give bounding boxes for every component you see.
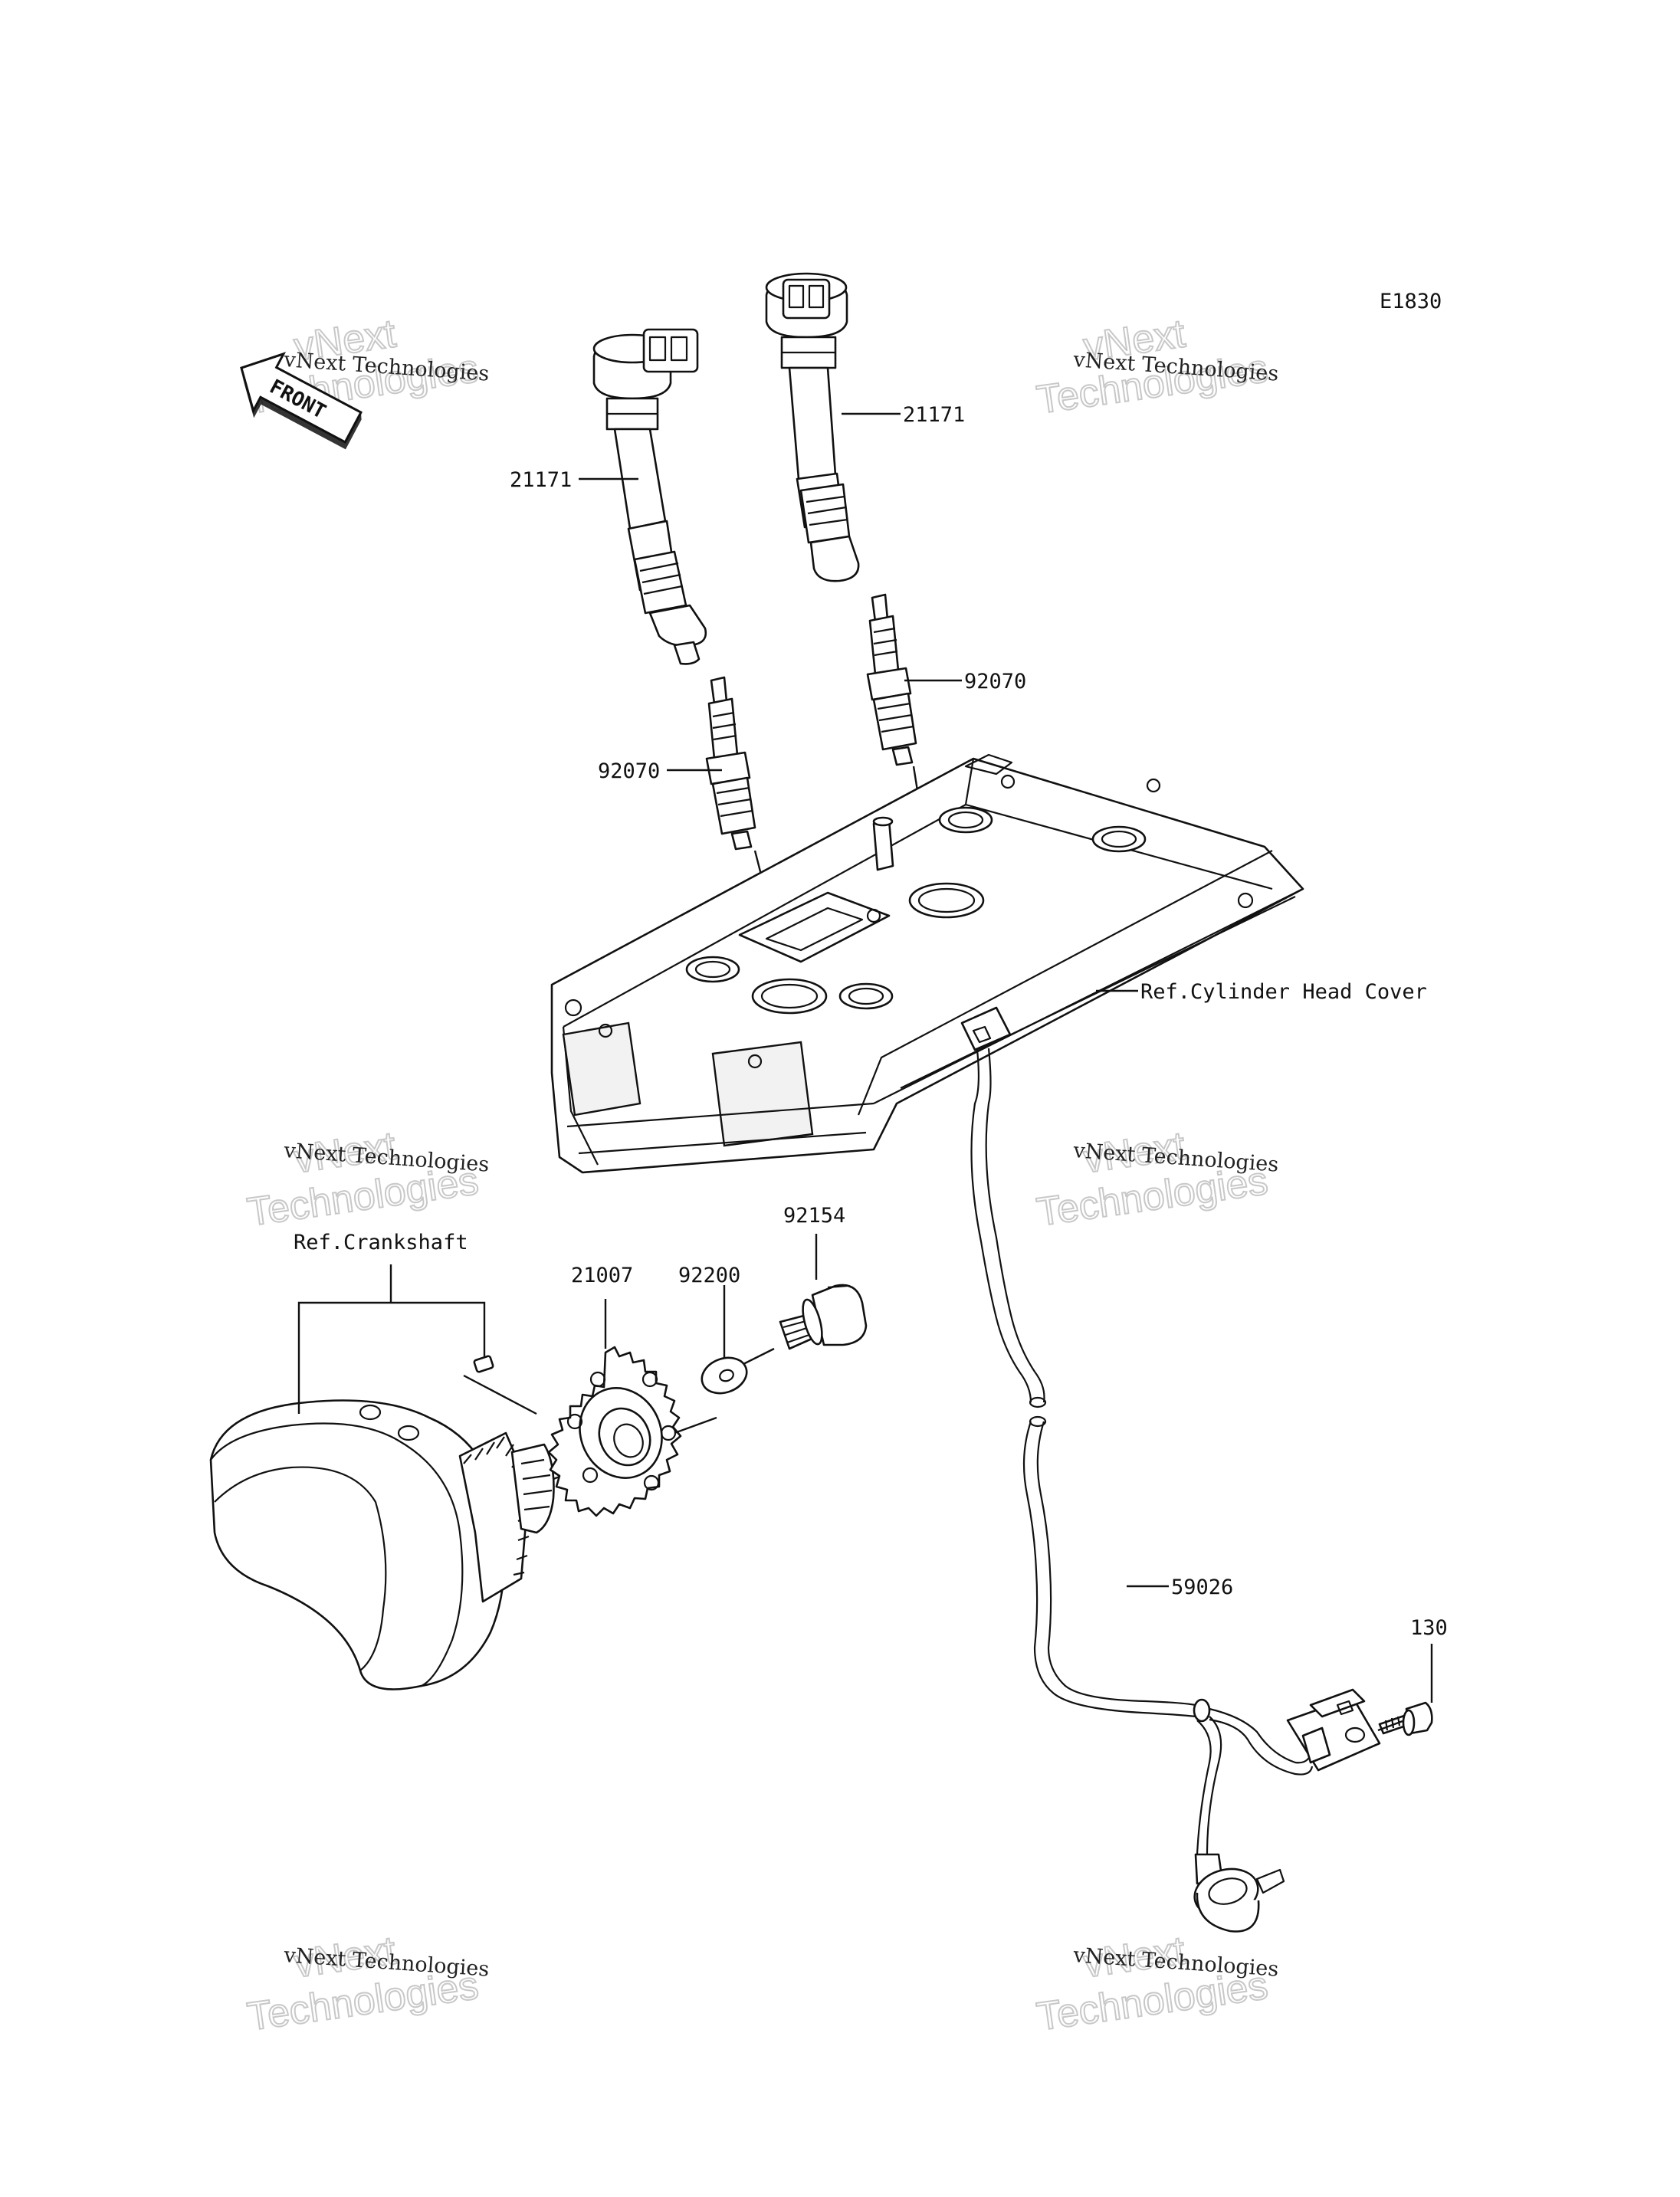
watermark-mid-left: vNext Technologies — [244, 1123, 482, 1235]
assembly-line — [1377, 1720, 1403, 1732]
assembly-line — [743, 1347, 775, 1366]
watermark-bottom-left: vNext Technologies — [244, 1927, 482, 2040]
callout-crankshaft-ref: Ref.Crankshaft — [294, 1231, 468, 1254]
leader-lines — [579, 412, 1433, 1703]
crankshaft-ref-bracket — [297, 1264, 537, 1415]
watermark-mid-right: vNext Technologies — [1033, 1123, 1271, 1235]
watermark-bottom-right: vNext Technologies — [1033, 1927, 1271, 2040]
callout-plug-left: 92070 — [598, 759, 660, 783]
watermarks: vNext Technologies vNext Technologies vN… — [244, 310, 1279, 2040]
spark-plug-left — [705, 676, 756, 851]
callout-labels: 21171 21171 92070 92070 Ref.Cylinder Hea… — [294, 403, 1448, 1640]
ignition-coil-right — [765, 272, 860, 582]
callout-washer: 92200 — [678, 1264, 740, 1287]
callout-bolt: 92154 — [783, 1204, 845, 1228]
spark-plug-right — [866, 593, 917, 766]
callout-plug-right: 92070 — [964, 670, 1026, 694]
callout-coil-right: 21171 — [903, 403, 965, 427]
crankshaft-ref — [209, 1399, 606, 1690]
washer — [701, 1356, 748, 1395]
assembly-line — [674, 1416, 717, 1435]
sensor-bolt — [1378, 1701, 1433, 1736]
bolt — [779, 1284, 868, 1350]
cylinder-head-cover — [550, 753, 1304, 1174]
timing-rotor — [547, 1346, 682, 1517]
callout-sensor-harness: 59026 — [1171, 1576, 1233, 1599]
callout-sensor-bolt: 130 — [1410, 1616, 1448, 1640]
front-arrow-icon: FRONT — [240, 352, 363, 450]
crank-position-sensor — [960, 1006, 1381, 1933]
callout-head-cover-ref: Ref.Cylinder Head Cover — [1140, 980, 1427, 1004]
diagram-code: E1830 — [1380, 290, 1442, 313]
ignition-coil-left — [592, 328, 707, 665]
callout-rotor: 21007 — [571, 1264, 633, 1287]
callout-coil-left: 21171 — [510, 468, 572, 492]
